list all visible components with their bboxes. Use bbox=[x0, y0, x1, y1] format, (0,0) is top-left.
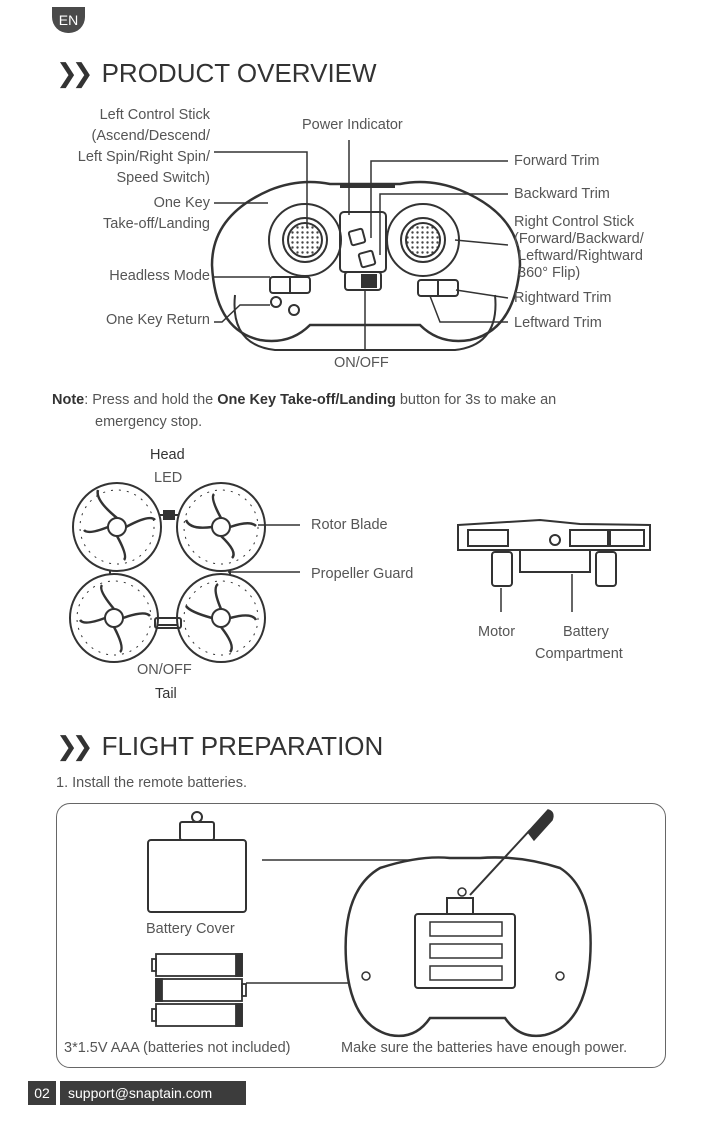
label-enough-power: Make sure the batteries have enough powe… bbox=[341, 1040, 628, 1056]
label-leftward-trim: Leftward Trim bbox=[514, 315, 602, 331]
side-leader-lines bbox=[500, 574, 573, 612]
note-text-bold: One Key Take-off/Landing bbox=[217, 392, 396, 408]
support-email: support@snaptain.com bbox=[60, 1081, 246, 1105]
label-led: LED bbox=[154, 470, 183, 486]
label-head: Head bbox=[150, 447, 185, 463]
label-power-indicator: Power Indicator bbox=[302, 117, 403, 133]
label-left-control-stick: Left Control Stick bbox=[99, 107, 210, 123]
label-one-key-return: One Key Return bbox=[106, 312, 210, 328]
double-chevron-icon: ❯❯ bbox=[56, 58, 93, 89]
overview-title: PRODUCT OVERVIEW bbox=[101, 58, 377, 88]
page-number: 02 bbox=[28, 1081, 56, 1105]
label-left-stick-desc-1: (Ascend/Descend/ bbox=[91, 128, 210, 144]
label-drone-onoff: ON/OFF bbox=[137, 662, 192, 678]
drone-top-view-diagram bbox=[69, 482, 266, 663]
section-title-overview: ❯❯ PRODUCT OVERVIEW bbox=[56, 58, 377, 89]
label-battery-cover: Battery Cover bbox=[146, 921, 235, 937]
remote-leader-lines bbox=[214, 140, 509, 350]
section-title-prep: ❯❯ FLIGHT PREPARATION bbox=[56, 731, 383, 762]
label-right-stick-desc-2: Leftward/Rightward bbox=[518, 248, 643, 264]
label-one-key: One Key bbox=[153, 195, 210, 211]
battery-install-panel bbox=[56, 803, 666, 1068]
label-motor: Motor bbox=[478, 624, 516, 640]
label-takeoff-landing: Take-off/Landing bbox=[103, 216, 210, 232]
label-right-stick-desc-1: (Forward/Backward/ bbox=[514, 231, 644, 247]
label-propeller-guard: Propeller Guard bbox=[311, 566, 414, 582]
label-battery: Battery bbox=[563, 624, 609, 640]
note-text-post: button for 3s to make an bbox=[395, 392, 557, 408]
battery-cover-diagram bbox=[147, 811, 247, 913]
label-tail: Tail bbox=[155, 686, 177, 702]
language-badge: EN bbox=[52, 7, 85, 33]
label-left-stick-desc-3: Speed Switch) bbox=[116, 170, 211, 186]
label-rightward-trim: Rightward Trim bbox=[514, 290, 612, 306]
label-right-control-stick: Right Control Stick bbox=[514, 214, 635, 230]
label-forward-trim: Forward Trim bbox=[514, 153, 600, 169]
double-chevron-icon: ❯❯ bbox=[56, 731, 93, 762]
label-compartment: Compartment bbox=[535, 646, 623, 662]
remote-back-diagram bbox=[344, 809, 592, 1038]
emergency-stop-note: Note: Press and hold the One Key Take-of… bbox=[52, 389, 652, 433]
label-rotor-blade: Rotor Blade bbox=[311, 517, 388, 533]
aaa-batteries-diagram bbox=[151, 953, 247, 1027]
note-text-pre: : Press and hold the bbox=[84, 392, 218, 408]
prep-title: FLIGHT PREPARATION bbox=[101, 731, 384, 761]
remote-controller-diagram bbox=[210, 180, 522, 351]
label-backward-trim: Backward Trim bbox=[514, 186, 610, 202]
label-aaa-batteries: 3*1.5V AAA (batteries not included) bbox=[64, 1040, 291, 1056]
label-remote-onoff: ON/OFF bbox=[334, 355, 389, 371]
label-right-stick-desc-3: 360° Flip) bbox=[518, 265, 581, 281]
label-headless-mode: Headless Mode bbox=[109, 268, 210, 284]
drone-side-view-diagram bbox=[457, 518, 651, 587]
step-install-batteries: 1. Install the remote batteries. bbox=[56, 775, 248, 791]
note-text-line2: emergency stop. bbox=[95, 414, 203, 430]
label-left-stick-desc-2: Left Spin/Right Spin/ bbox=[77, 149, 210, 165]
note-label: Note bbox=[52, 392, 85, 408]
drone-leader-lines bbox=[228, 524, 300, 573]
